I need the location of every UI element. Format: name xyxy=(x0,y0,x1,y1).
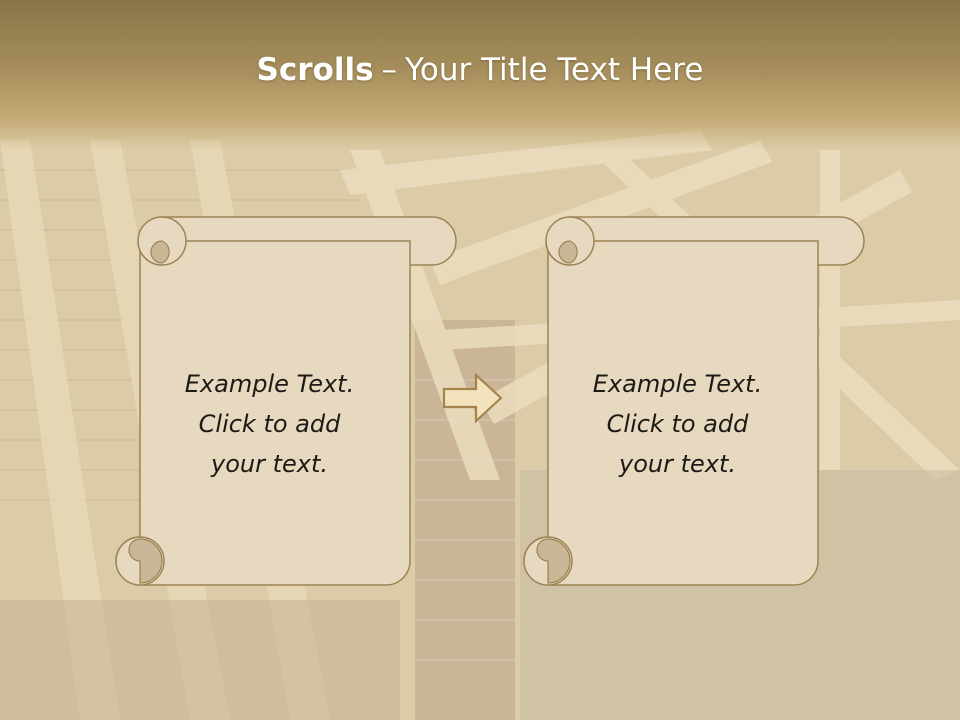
title-strong: Scrolls xyxy=(256,52,374,88)
scroll-text-line: Click to add xyxy=(198,410,341,438)
scroll-text-line: your text. xyxy=(618,450,736,478)
title-rest: Your Title Text Here xyxy=(405,52,704,88)
slide-title[interactable]: Scrolls–Your Title Text Here xyxy=(0,52,960,88)
scroll-shape xyxy=(523,216,865,586)
title-band xyxy=(0,0,960,150)
scroll-text-line: Example Text. xyxy=(592,370,763,398)
scroll-text[interactable]: Example Text. Click to add your text. xyxy=(540,364,815,484)
scroll-right[interactable]: Example Text. Click to add your text. xyxy=(500,214,880,594)
scroll-text-line: your text. xyxy=(210,450,328,478)
title-dash: – xyxy=(381,52,398,88)
scroll-left[interactable]: Example Text. Click to add your text. xyxy=(92,214,472,594)
scroll-text-line: Click to add xyxy=(606,410,749,438)
arrow-right-icon xyxy=(442,372,503,424)
scroll-shape xyxy=(115,216,457,586)
scroll-text[interactable]: Example Text. Click to add your text. xyxy=(132,364,407,484)
scroll-text-line: Example Text. xyxy=(184,370,355,398)
